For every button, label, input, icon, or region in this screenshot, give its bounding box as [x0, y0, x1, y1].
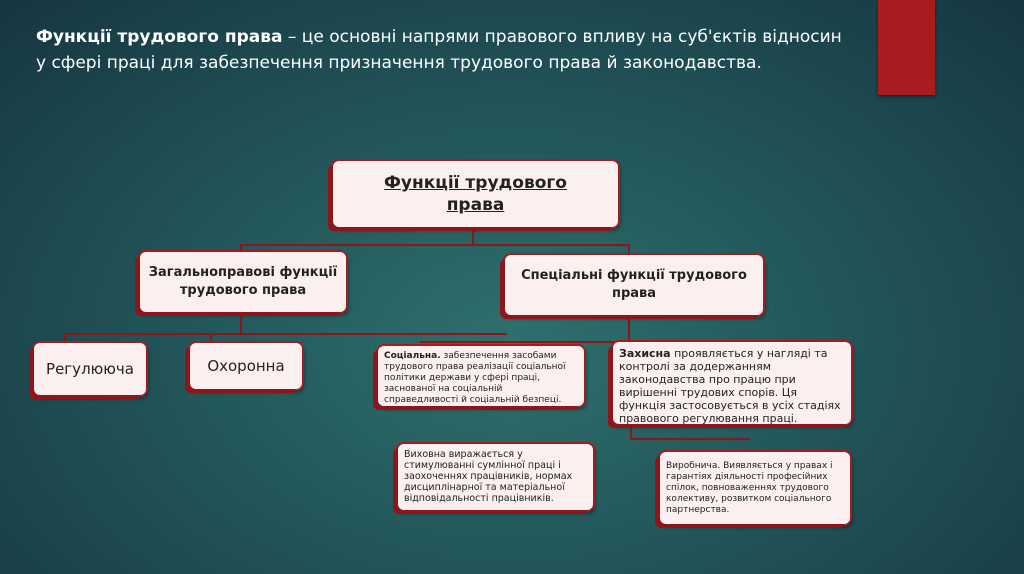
connector [420, 341, 730, 343]
root-box: Функції трудового права [333, 161, 618, 227]
social-text: Соціальна. забезпечення засобами трудово… [384, 351, 578, 406]
productive-box: Виробнича. Виявляється у правах і гарант… [660, 452, 850, 524]
protective-box: Охоронна [190, 343, 302, 389]
connector [64, 333, 66, 345]
root-label: Функції трудового права [384, 173, 567, 215]
special-functions-label: Спеціальні функції трудового права [521, 268, 747, 301]
connector [630, 418, 632, 440]
connector [210, 333, 212, 345]
accent-bar [878, 0, 935, 95]
educational-text: Виховна виражається у стимулюванні сумлі… [404, 449, 573, 504]
defensive-definition: проявляється у нагляді та контролі за до… [619, 347, 841, 425]
social-box: Соціальна. забезпечення засобами трудово… [378, 346, 584, 406]
regulating-label: Регулююча [46, 360, 134, 378]
connector [630, 438, 750, 440]
defensive-term: Захисна [619, 347, 671, 360]
productive-text: Виробнича. Виявляється у правах і гарант… [666, 460, 833, 515]
social-term: Соціальна. [384, 351, 441, 361]
intro-text: Функції трудового права – це основні нап… [36, 24, 856, 76]
social-definition: забезпечення засобами трудового права ре… [384, 351, 566, 405]
regulating-box: Регулююча [34, 343, 146, 395]
connector [628, 244, 630, 256]
educational-box: Виховна виражається у стимулюванні сумлі… [398, 444, 593, 510]
general-functions-label: Загальноправові функції трудового права [148, 265, 338, 298]
intro-term: Функції трудового права [36, 27, 283, 47]
connector [240, 244, 242, 256]
defensive-text: Захисна проявляється у нагляді та контро… [619, 347, 845, 425]
special-functions-box: Спеціальні функції трудового права [505, 255, 763, 315]
general-functions-box: Загальноправові функції трудового права [140, 252, 346, 312]
connector [240, 244, 630, 246]
connector [64, 333, 507, 335]
protective-label: Охоронна [207, 357, 285, 375]
connector [628, 316, 630, 342]
defensive-box: Захисна проявляється у нагляді та контро… [613, 342, 851, 425]
connector [240, 312, 242, 334]
intro-definition: – це основні напрями правового впливу на… [36, 27, 842, 73]
connector [472, 228, 474, 246]
